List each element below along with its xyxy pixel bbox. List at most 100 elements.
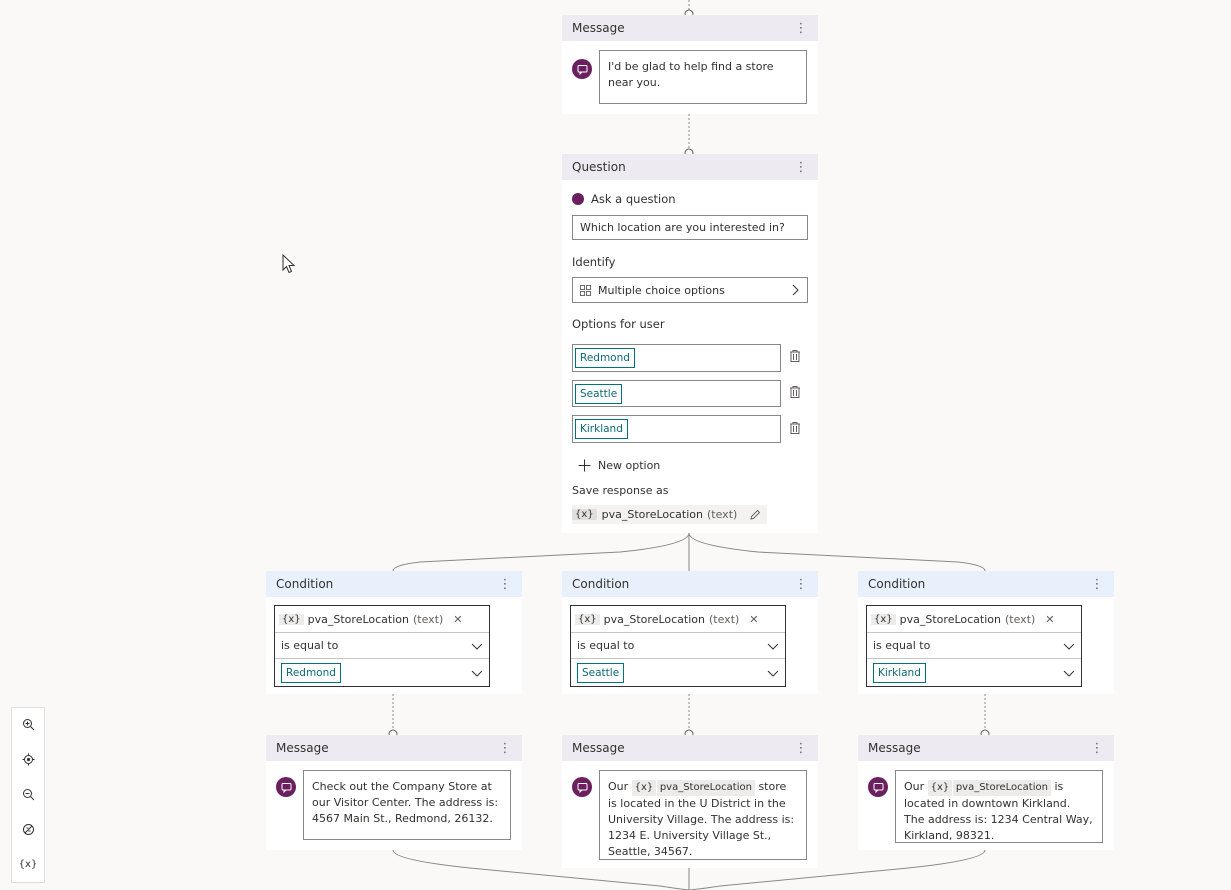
condition-node-redmond[interactable]: Condition ⋮ {x} pva_StoreLocation (text)… (266, 571, 522, 694)
message-node-header: Message ⋮ (562, 735, 818, 761)
condition-operator: is equal to (873, 639, 931, 652)
message-node-kirkland[interactable]: Message ⋮ Our {x} pva_StoreLocation is l… (858, 735, 1114, 850)
message-node-header: Message ⋮ (562, 15, 818, 41)
more-options-icon[interactable]: ⋮ (498, 576, 512, 592)
identify-selector[interactable]: Multiple choice options (572, 277, 808, 303)
variable-icon: {x} (631, 780, 657, 796)
condition-node-seattle[interactable]: Condition ⋮ {x} pva_StoreLocation (text)… (562, 571, 818, 694)
more-options-icon[interactable]: ⋮ (498, 740, 512, 756)
node-title: Message (868, 741, 921, 755)
save-response-label: Save response as (572, 484, 669, 497)
node-title: Message (572, 741, 625, 755)
save-variable-chip[interactable]: {x} pva_StoreLocation (text) (572, 505, 768, 524)
message-text-post: is located in downtown Kirkland. The add… (904, 780, 1093, 842)
condition-operator: is equal to (577, 639, 635, 652)
chevron-down-icon (767, 643, 779, 650)
message-node-redmond[interactable]: Message ⋮ Check out the Company Store at… (266, 735, 522, 850)
more-options-icon[interactable]: ⋮ (1090, 576, 1104, 592)
trash-icon[interactable] (788, 349, 802, 363)
condition-variable-row[interactable]: {x} pva_StoreLocation (text) ✕ (275, 606, 489, 632)
node-title: Condition (572, 577, 630, 591)
close-icon[interactable]: ✕ (453, 612, 463, 626)
message-bubble-icon (276, 777, 296, 797)
trash-icon[interactable] (788, 421, 802, 435)
message-text[interactable]: Our {x} pva_StoreLocation is located in … (895, 770, 1103, 843)
variable-icon: {x} (871, 613, 896, 625)
variables-icon: {x} (18, 858, 38, 870)
zoom-in-button[interactable] (12, 708, 44, 740)
question-node[interactable]: Question ⋮ Ask a question Which location… (562, 154, 818, 533)
condition-variable-row[interactable]: {x} pva_StoreLocation (text) ✕ (571, 606, 785, 632)
condition-operator: is equal to (281, 639, 339, 652)
more-options-icon[interactable]: ⋮ (1090, 740, 1104, 756)
more-options-icon[interactable]: ⋮ (794, 20, 808, 36)
condition-node-header: Condition ⋮ (266, 571, 522, 597)
variable-icon: {x} (927, 780, 953, 796)
option-input-redmond[interactable]: Redmond (572, 344, 781, 372)
option-tag: Kirkland (575, 419, 628, 439)
variable-icon: {x} (572, 509, 597, 520)
question-text-input[interactable]: Which location are you interested in? (572, 215, 808, 240)
question-icon (572, 193, 584, 205)
condition-value-tag: Seattle (577, 662, 625, 683)
question-node-header: Question ⋮ (562, 154, 818, 180)
condition-operator-dropdown[interactable]: is equal to (275, 632, 489, 658)
chevron-down-icon (471, 643, 483, 650)
more-options-icon[interactable]: ⋮ (794, 159, 808, 175)
close-icon[interactable]: ✕ (1045, 612, 1055, 626)
message-node-seattle[interactable]: Message ⋮ Our {x} pva_StoreLocation stor… (562, 735, 818, 868)
more-options-icon[interactable]: ⋮ (794, 576, 808, 592)
option-input-seattle[interactable]: Seattle (572, 380, 781, 407)
node-title: Message (276, 741, 329, 755)
mouse-cursor-icon (282, 254, 296, 274)
message-node-header: Message ⋮ (266, 735, 522, 761)
condition-box: {x} pva_StoreLocation (text) ✕ is equal … (866, 605, 1082, 687)
node-title: Condition (276, 577, 334, 591)
new-option-button[interactable]: New option (578, 459, 660, 472)
condition-node-kirkland[interactable]: Condition ⋮ {x} pva_StoreLocation (text)… (858, 571, 1114, 694)
more-options-icon[interactable]: ⋮ (794, 740, 808, 756)
option-tag: Seattle (575, 383, 623, 404)
variables-button[interactable]: {x} (12, 848, 44, 880)
message-text-pre: Our (608, 780, 629, 793)
variable-name: pva_StoreLocation (601, 508, 703, 521)
recenter-button[interactable] (12, 743, 44, 775)
condition-value-dropdown[interactable]: Kirkland (867, 658, 1081, 686)
minimap-button[interactable] (12, 813, 44, 845)
message-text[interactable]: Check out the Company Store at our Visit… (303, 770, 511, 840)
message-node-top[interactable]: Message ⋮ I'd be glad to help find a sto… (562, 15, 818, 114)
new-option-label: New option (598, 459, 661, 472)
ask-question-label: Ask a question (591, 192, 676, 206)
variable-type: (text) (709, 612, 740, 626)
condition-node-header: Condition ⋮ (562, 571, 818, 597)
node-title: Condition (868, 577, 926, 591)
option-input-kirkland[interactable]: Kirkland (572, 415, 781, 443)
condition-box: {x} pva_StoreLocation (text) ✕ is equal … (570, 605, 786, 687)
message-bubble-icon (572, 777, 592, 797)
condition-value-tag: Kirkland (873, 662, 926, 683)
grid-icon (580, 284, 591, 296)
variable-name: pva_StoreLocation (603, 612, 705, 626)
zoom-in-icon (22, 718, 34, 730)
condition-variable-row[interactable]: {x} pva_StoreLocation (text) ✕ (867, 606, 1081, 632)
variable-name: pva_StoreLocation (952, 780, 1051, 796)
condition-value-dropdown[interactable]: Seattle (571, 658, 785, 686)
chevron-down-icon (1063, 643, 1075, 650)
message-text[interactable]: Our {x} pva_StoreLocation store is locat… (599, 770, 807, 860)
pencil-icon[interactable] (749, 509, 761, 521)
condition-value-dropdown[interactable]: Redmond (275, 658, 489, 686)
message-text[interactable]: I'd be glad to help find a store near yo… (599, 50, 807, 104)
zoom-out-button[interactable] (12, 778, 44, 810)
condition-operator-dropdown[interactable]: is equal to (867, 632, 1081, 658)
condition-operator-dropdown[interactable]: is equal to (571, 632, 785, 658)
message-node-header: Message ⋮ (858, 735, 1114, 761)
variable-name: pva_StoreLocation (656, 780, 755, 796)
variable-name: pva_StoreLocation (899, 612, 1001, 626)
variable-type: (text) (707, 508, 738, 521)
trash-icon[interactable] (788, 385, 802, 399)
recenter-icon (22, 753, 34, 765)
message-bubble-icon (572, 59, 592, 79)
minimap-icon (22, 823, 34, 835)
chevron-down-icon (767, 670, 779, 677)
close-icon[interactable]: ✕ (749, 612, 759, 626)
